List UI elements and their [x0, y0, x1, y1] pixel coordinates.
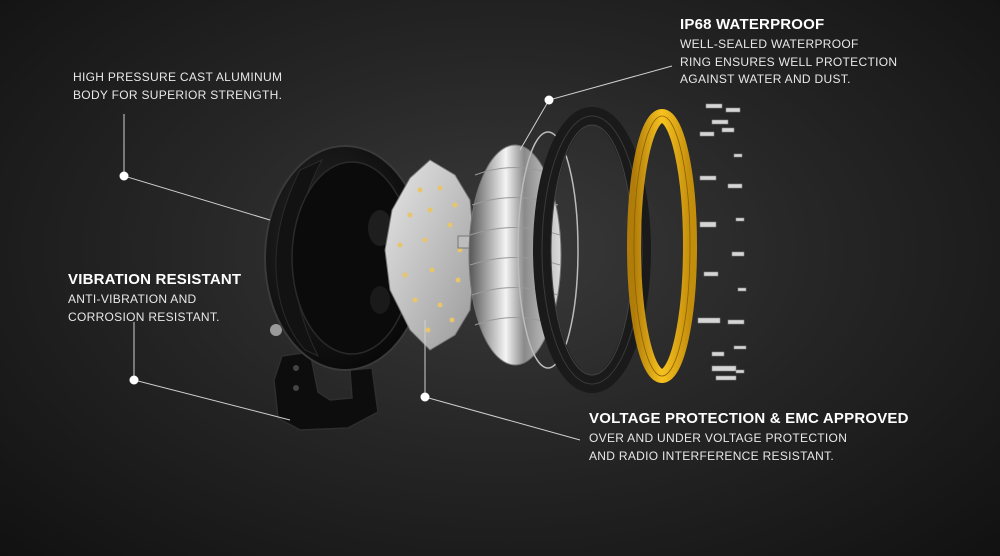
callout-voltage-title: VOLTAGE PROTECTION & EMC APPROVED — [589, 410, 909, 427]
leader-vibration — [133, 322, 291, 421]
led-chips — [397, 185, 463, 333]
leader-aluminum — [123, 114, 271, 221]
callout-voltage-line-1: OVER AND UNDER VOLTAGE PROTECTION — [589, 431, 848, 445]
aluminum-housing — [264, 145, 426, 371]
callout-vibration-title: VIBRATION RESISTANT — [68, 271, 242, 288]
mounting-bracket — [270, 324, 379, 431]
dot-waterproof — [544, 95, 554, 105]
callout-waterproof-line-2: RING ENSURES WELL PROTECTION — [680, 54, 898, 69]
callout-aluminum-line-1: HIGH PRESSURE CAST ALUMINUM — [73, 70, 283, 84]
callout-aluminum-line-2: BODY FOR SUPERIOR STRENGTH. — [73, 87, 283, 102]
callout-waterproof-line-3: AGAINST WATER AND DUST. — [680, 72, 851, 86]
callout-ip68-waterproof: IP68 WATERPROOF WELL-SEALED WATERPROOF R… — [680, 16, 897, 89]
led-pcb-board — [384, 159, 481, 351]
callout-voltage-protection: VOLTAGE PROTECTION & EMC APPROVED OVER A… — [589, 410, 909, 465]
dot-voltage — [420, 392, 430, 402]
dot-vibration — [129, 375, 139, 385]
callout-vibration-line-2: CORROSION RESISTANT. — [68, 309, 220, 324]
callout-voltage-line-2: AND RADIO INTERFERENCE RESISTANT. — [589, 448, 835, 463]
callout-waterproof-title: IP68 WATERPROOF — [680, 16, 825, 33]
dot-aluminum — [119, 171, 129, 181]
callout-vibration-resistant: VIBRATION RESISTANT ANTI-VIBRATION AND C… — [68, 271, 241, 326]
leader-dots — [119, 95, 554, 402]
mounting-screws — [697, 103, 747, 381]
callout-waterproof-line-1: WELL-SEALED WATERPROOF — [680, 37, 859, 51]
yellow-gasket-ring — [627, 109, 697, 383]
callout-aluminum-body: HIGH PRESSURE CAST ALUMINUM BODY FOR SUP… — [73, 69, 282, 104]
o-ring-seal — [517, 131, 579, 369]
callout-vibration-line-1: ANTI-VIBRATION AND — [68, 292, 197, 306]
